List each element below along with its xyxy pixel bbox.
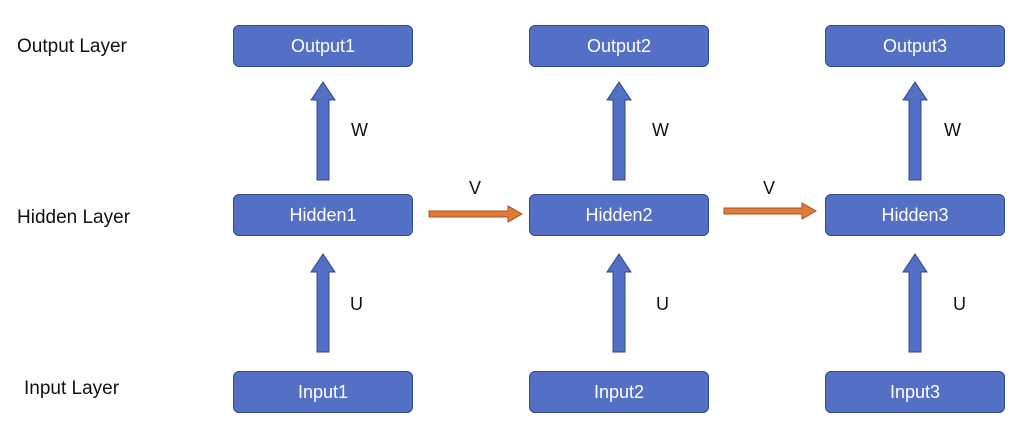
output-layer-label: Output Layer bbox=[17, 36, 127, 57]
w-label-3: W bbox=[944, 120, 961, 140]
arrow-u-3 bbox=[902, 253, 928, 353]
output3-node: Output3 bbox=[825, 25, 1005, 67]
arrow-w-3 bbox=[902, 81, 928, 181]
hidden-layer-label: Hidden Layer bbox=[17, 207, 131, 228]
v-label-2: V bbox=[763, 178, 776, 198]
arrow-u-1 bbox=[310, 253, 336, 353]
arrow-w-1 bbox=[310, 81, 336, 181]
input3-node: Input3 bbox=[825, 371, 1005, 413]
u-label-3: U bbox=[953, 294, 966, 314]
output2-node: Output2 bbox=[529, 25, 709, 67]
w-label-2: W bbox=[652, 120, 669, 140]
v-label-1: V bbox=[469, 178, 482, 198]
input2-node: Input2 bbox=[529, 371, 709, 413]
input-layer-label: Input Layer bbox=[24, 378, 120, 399]
output1-node: Output1 bbox=[233, 25, 413, 67]
hidden3-node: Hidden3 bbox=[825, 194, 1005, 236]
arrow-v-2 bbox=[723, 202, 818, 220]
arrow-u-2 bbox=[606, 253, 632, 353]
hidden2-node: Hidden2 bbox=[529, 194, 709, 236]
arrow-v-1 bbox=[428, 205, 524, 223]
arrow-w-2 bbox=[606, 81, 632, 181]
hidden1-node: Hidden1 bbox=[233, 194, 413, 236]
u-label-1: U bbox=[350, 294, 363, 314]
w-label-1: W bbox=[351, 120, 368, 140]
input1-node: Input1 bbox=[233, 371, 413, 413]
u-label-2: U bbox=[656, 294, 669, 314]
